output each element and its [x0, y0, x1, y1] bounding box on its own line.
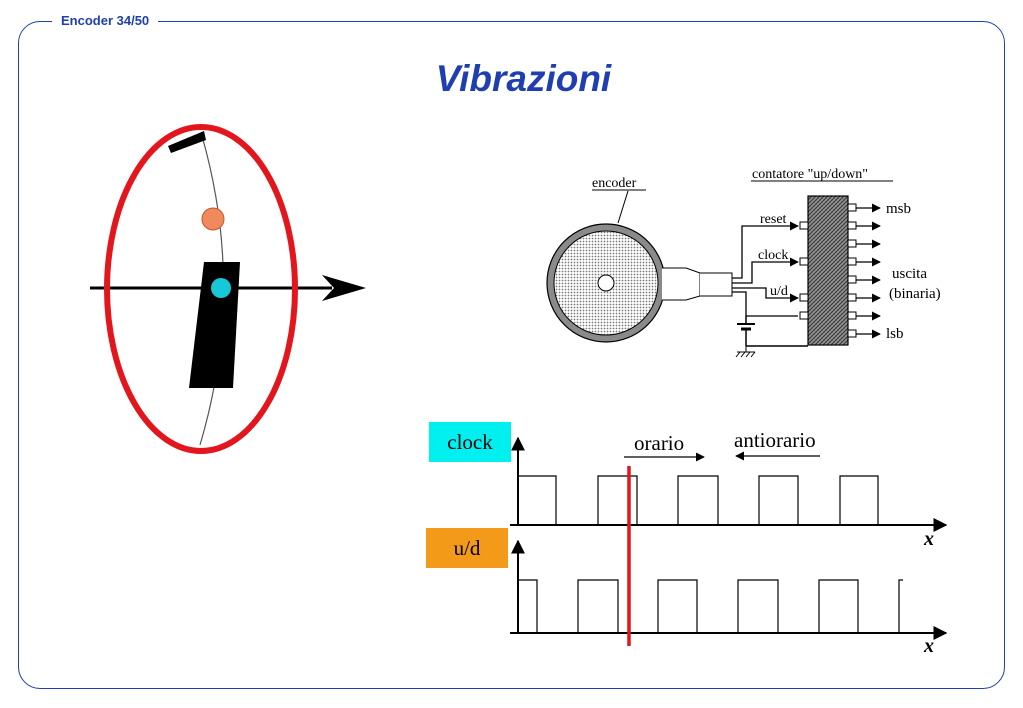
counter-output-arrows — [856, 203, 881, 339]
output-label: uscita — [892, 266, 927, 282]
reset-input-label: reset — [760, 212, 787, 227]
lsb-label: lsb — [886, 326, 904, 342]
vibration-illustration — [90, 124, 366, 454]
encoder-schematic: encoder contatore "up/down" — [546, 167, 941, 358]
ball-center-marker — [211, 278, 231, 298]
counter-label: contatore "up/down" — [752, 167, 868, 182]
encoder-neck — [662, 267, 701, 301]
battery-icon — [737, 316, 808, 347]
encoder-shaft — [597, 274, 615, 292]
ud-waveform — [518, 579, 903, 634]
ud-label-box — [426, 528, 508, 568]
ball-top-marker — [201, 207, 225, 231]
page-title: Vibrazioni — [435, 58, 612, 99]
timing-diagram: clock u/d orario antiorario x x — [426, 422, 948, 657]
ud-signal-label: u/d — [454, 536, 481, 560]
ud-x-axis-label: x — [923, 635, 934, 657]
counter-input-pins — [799, 221, 809, 320]
ground-icon — [735, 346, 756, 358]
counter-chip — [807, 195, 849, 346]
counter-output-pins — [847, 203, 857, 338]
clockwise-label: orario — [634, 431, 684, 455]
output-sublabel: (binaria) — [889, 286, 941, 302]
clock-x-axis-label: x — [923, 528, 934, 550]
counterclockwise-label: antiorario — [734, 428, 816, 452]
clock-waveform — [518, 475, 879, 526]
arrow-right-icon — [322, 275, 366, 301]
encoder-label: encoder — [592, 176, 637, 191]
msb-label: msb — [886, 201, 911, 217]
encoder-label-leader — [617, 190, 629, 224]
slide-frame — [18, 21, 1005, 689]
clock-label-box — [429, 422, 511, 462]
track-end-mark-top — [168, 131, 206, 153]
encoder-connector — [700, 272, 733, 297]
clock-input-label: clock — [758, 248, 788, 263]
ud-input-label: u/d — [770, 284, 788, 299]
vibration-ellipse — [104, 124, 298, 454]
input-wires — [732, 221, 799, 317]
slide-counter: Encoder 34/50 — [52, 12, 159, 30]
clock-signal-label: clock — [447, 430, 493, 454]
